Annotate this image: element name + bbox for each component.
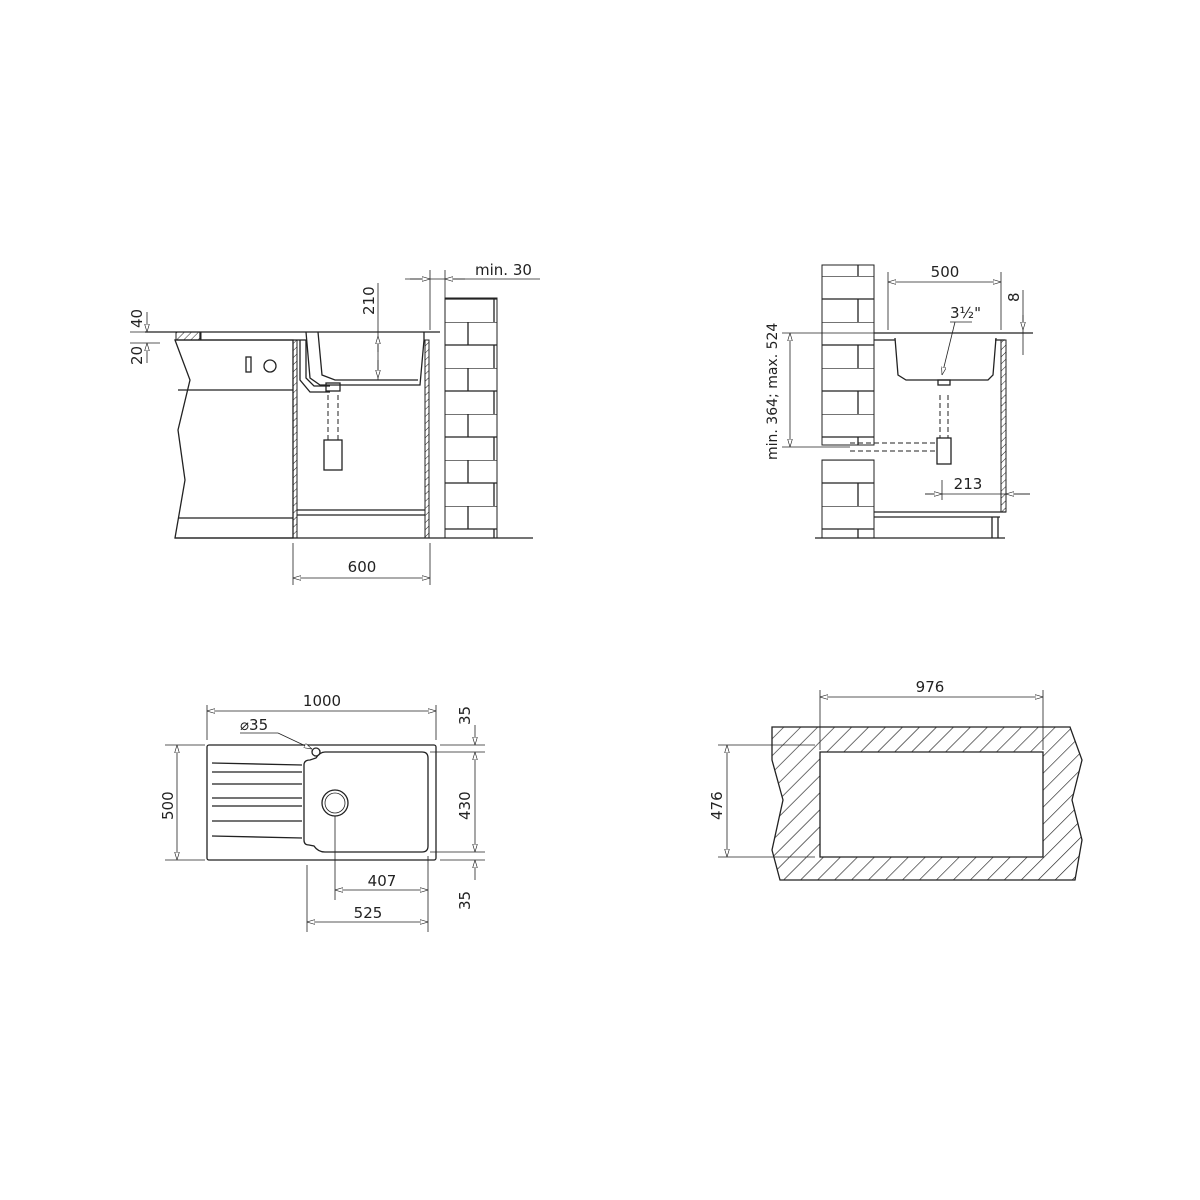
brick-wall-lower xyxy=(821,459,875,539)
countertop-section xyxy=(175,331,202,341)
dim-500-label: 500 xyxy=(931,263,960,281)
sink-bowl xyxy=(894,337,997,381)
dim-213-label: 213 xyxy=(954,475,983,493)
drain-fitting xyxy=(937,379,951,386)
side-view-front: 40 20 210 min. 30 600 xyxy=(128,261,540,585)
dim-min30-label: min. 30 xyxy=(475,261,532,279)
dim-476-label: 476 xyxy=(708,791,726,820)
dim-1000-label: 1000 xyxy=(303,692,341,710)
drain-leader-arrow xyxy=(942,321,956,375)
dim-430-label: 430 xyxy=(456,791,474,820)
dim-35-bottom-label: 35 xyxy=(456,891,474,910)
sink-outline xyxy=(206,744,437,861)
cabinet-wall-left xyxy=(292,339,298,539)
drainboard-grooves xyxy=(211,762,303,839)
drain-pipe xyxy=(327,395,339,440)
dim-525-label: 525 xyxy=(354,904,383,922)
dim-drain-height-label: min. 364; max. 524 xyxy=(765,323,781,460)
dim-600-label: 600 xyxy=(348,558,377,576)
overflow-pipe xyxy=(299,340,330,393)
dim-976-label: 976 xyxy=(916,678,945,696)
top-view: 1000 ⌀35 500 35 430 35 407 525 xyxy=(159,692,485,932)
side-view-section: 500 8 3½" min. 364; max. 524 213 xyxy=(765,263,1033,539)
countertop-cutout xyxy=(771,726,1083,881)
drain-pipe xyxy=(939,395,949,438)
cabinet-handle xyxy=(245,356,252,373)
cabinet-knob-icon xyxy=(263,359,277,373)
dim-210-label: 210 xyxy=(360,286,378,315)
dim-lines xyxy=(165,705,485,932)
cutout-view: 976 476 xyxy=(708,678,1083,881)
drain-size-label: 3½" xyxy=(950,304,981,322)
dim-tap-hole-label: ⌀35 xyxy=(240,716,268,734)
cabinet-wall xyxy=(1000,339,1007,513)
brick-wall xyxy=(444,297,498,539)
dim-407-label: 407 xyxy=(368,872,397,890)
siphon xyxy=(323,439,343,471)
dim-lines xyxy=(782,272,1024,500)
dim-40-label: 40 xyxy=(128,309,146,328)
cabinet-shelf xyxy=(297,509,425,516)
dim-35-top-label: 35 xyxy=(456,706,474,725)
drain-inner xyxy=(324,792,346,814)
waste-pipe xyxy=(850,442,937,452)
dim-8-label: 8 xyxy=(1005,292,1023,302)
tap-hole-arrow xyxy=(277,732,312,749)
tap-hole xyxy=(311,747,321,757)
countertop xyxy=(874,332,1033,341)
dim-20-label: 20 xyxy=(128,346,146,365)
siphon xyxy=(936,437,952,465)
cabinet-base xyxy=(815,511,1006,539)
drain-icon xyxy=(321,789,349,817)
dim-lines xyxy=(718,690,1044,858)
brick-wall-upper xyxy=(821,264,875,446)
sink-bowl xyxy=(303,751,429,853)
drain-fitting xyxy=(325,382,341,392)
dim-500-label: 500 xyxy=(159,791,177,820)
sink-bowl xyxy=(305,331,425,386)
cabinet-wall-right xyxy=(424,339,430,539)
